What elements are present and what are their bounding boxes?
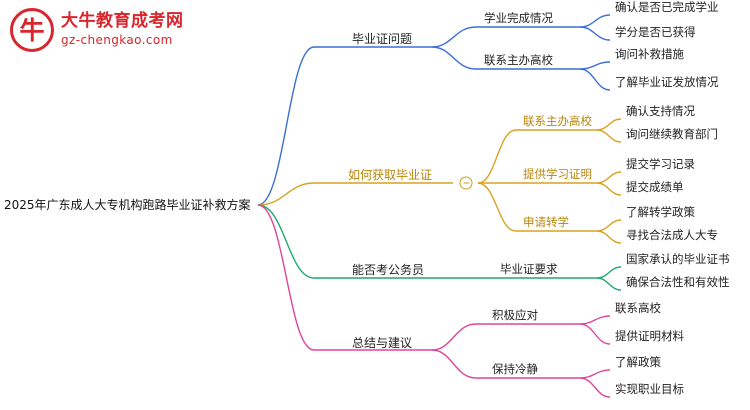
branch-node-2[interactable]: 如何获取毕业证: [348, 167, 433, 182]
branch-node-1[interactable]: 毕业证问题: [352, 31, 413, 46]
branch-1-child-2-leaf-2[interactable]: 了解毕业证发放情况: [615, 75, 719, 90]
logo-glyph: 牛: [19, 15, 45, 45]
logo-title: 大牛教育成考网: [61, 11, 184, 32]
branch-4-child-2[interactable]: 保持冷静: [492, 362, 538, 377]
branch-4-child-2-leaf-1[interactable]: 了解政策: [615, 355, 661, 370]
branch-3-child-1-leaf-1[interactable]: 国家承认的毕业证书: [626, 252, 730, 267]
branch-4-child-1-leaf-1[interactable]: 联系高校: [615, 301, 661, 316]
branch-1-child-2-leaf-1[interactable]: 询问补救措施: [615, 47, 684, 62]
site-logo: 牛 大牛教育成考网 gz-chengkao.com: [10, 8, 184, 52]
branch-4-child-2-leaf-2[interactable]: 实现职业目标: [615, 382, 684, 397]
branch-3-child-1[interactable]: 毕业证要求: [500, 262, 558, 277]
mindmap-root-node[interactable]: 2025年广东成人大专机构跑路毕业证补救方案: [4, 197, 251, 212]
branch-2-child-1[interactable]: 联系主办高校: [523, 114, 592, 129]
collapse-toggle-icon[interactable]: [459, 176, 473, 190]
branch-2-child-3-leaf-2[interactable]: 寻找合法成人大专: [626, 228, 718, 243]
logo-subtitle: gz-chengkao.com: [61, 32, 173, 47]
branch-4-child-1-leaf-2[interactable]: 提供证明材料: [615, 329, 684, 344]
branch-2-child-1-leaf-2[interactable]: 询问继续教育部门: [626, 127, 718, 142]
bull-logo-icon: 牛: [10, 8, 54, 52]
logo-text-block: 大牛教育成考网 gz-chengkao.com: [61, 12, 184, 47]
branch-2-child-2-leaf-1[interactable]: 提交学习记录: [626, 157, 695, 172]
branch-2-child-1-leaf-1[interactable]: 确认支持情况: [626, 104, 695, 119]
branch-1-child-1[interactable]: 学业完成情况: [484, 11, 553, 26]
branch-2-child-2-leaf-2[interactable]: 提交成绩单: [626, 180, 684, 195]
logo-ring: [10, 8, 54, 52]
branch-1-child-1-leaf-2[interactable]: 学分是否已获得: [615, 25, 696, 40]
branch-4-child-1[interactable]: 积极应对: [492, 308, 538, 323]
branch-1-child-2[interactable]: 联系主办高校: [484, 53, 553, 68]
branch-2-child-3[interactable]: 申请转学: [523, 215, 569, 230]
branch-2-child-3-leaf-1[interactable]: 了解转学政策: [626, 205, 695, 220]
branch-1-child-1-leaf-1[interactable]: 确认是否已完成学业: [615, 0, 719, 15]
branch-node-3[interactable]: 能否考公务员: [352, 262, 425, 277]
branch-2-child-2[interactable]: 提供学习证明: [523, 167, 592, 182]
branch-node-4[interactable]: 总结与建议: [352, 335, 413, 350]
branch-3-child-1-leaf-2[interactable]: 确保合法性和有效性: [626, 275, 730, 290]
